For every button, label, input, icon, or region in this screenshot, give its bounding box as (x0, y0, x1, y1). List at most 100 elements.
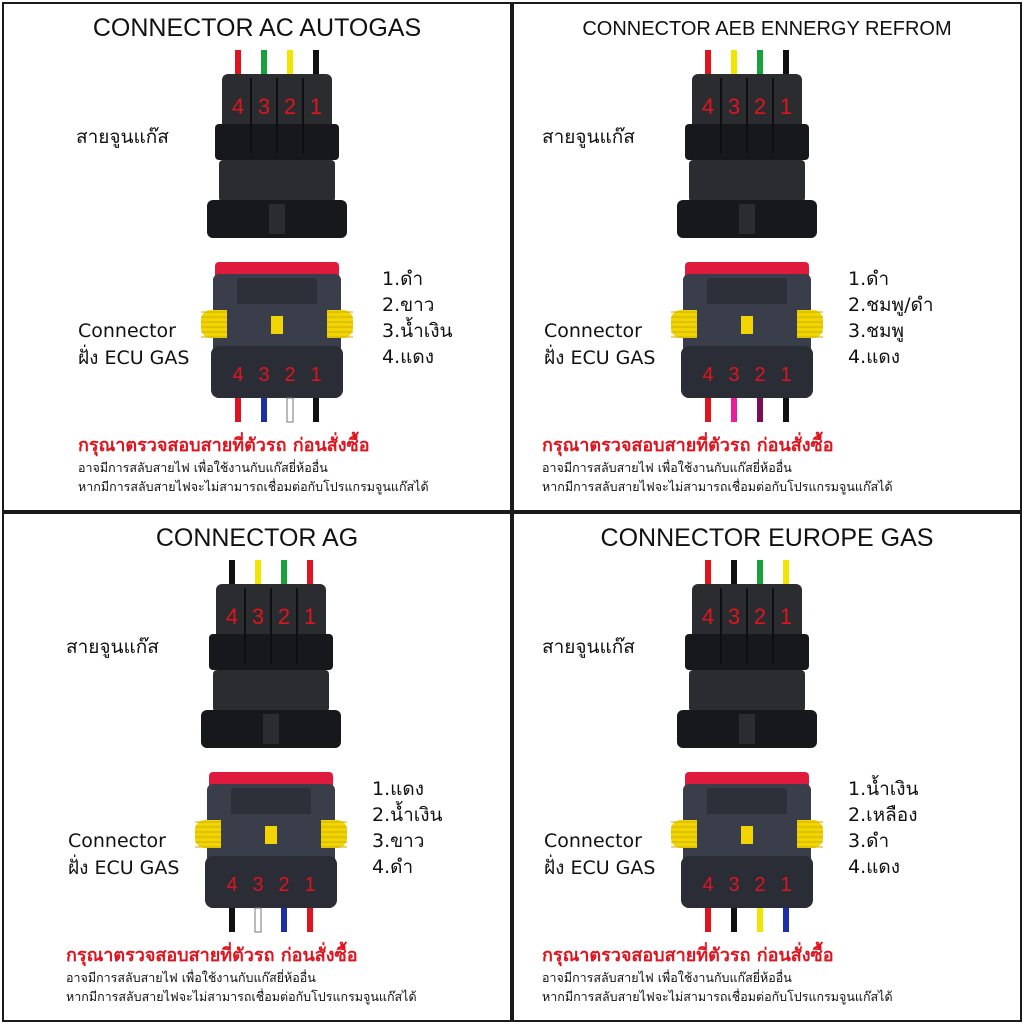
top-pin-number: 4 (226, 604, 238, 629)
top-wire (731, 50, 737, 76)
ecu-connector-label: Connector ฝั่ง ECU GAS (78, 318, 189, 372)
pin-color-item: 4.แดง (848, 856, 900, 878)
top-pin-number: 3 (252, 604, 264, 629)
pin-color-item: 2.ขาว (382, 294, 435, 316)
injector-harness-label: สายจูนแก๊ส (542, 126, 635, 148)
note-line-2: หากมีการสลับสายไฟจะไม่สามารถเชื่อมต่อกับ… (542, 479, 893, 494)
top-pin-number: 4 (702, 94, 714, 119)
note-text: อาจมีการสลับสายไฟ เพื่อใช้งานกับแก๊สยี่ห… (542, 458, 893, 496)
pin-color-item: 2.เหลือง (848, 804, 918, 826)
bottom-wire (783, 398, 789, 422)
ecu-connector-label-line-1: Connector (78, 320, 176, 342)
top-pin-number: 3 (728, 604, 740, 629)
top-wire (783, 50, 789, 76)
ecu-connector-label-line-2: ฝั่ง ECU GAS (78, 347, 190, 369)
seal-peek (265, 826, 277, 844)
injector-connector-lower (213, 670, 329, 712)
bottom-pin-number: 1 (780, 364, 791, 386)
injector-connector-lower (219, 160, 335, 202)
top-pin-number: 1 (780, 604, 792, 629)
pin-color-item: 3.ชมพู (848, 320, 905, 342)
ecu-connector-label: Connector ฝั่ง ECU GAS (544, 318, 655, 372)
pin-color-list: 1.ดำ 2.ชมพู/ดำ 3.ชมพู 4.แดง (848, 266, 933, 370)
top-pin-number: 2 (754, 604, 766, 629)
latch-tab (739, 204, 755, 234)
bottom-wire (261, 398, 267, 422)
bottom-pin-number: 1 (304, 874, 315, 896)
top-pin-number: 4 (702, 604, 714, 629)
warning-text: กรุณาตรวจสอบสายที่ตัวรถ ก่อนสั่งซื้อ (78, 435, 370, 456)
note-line-2: หากมีการสลับสายไฟจะไม่สามารถเชื่อมต่อกับ… (78, 479, 429, 494)
injector-harness-label: สายจูนแก๊ส (66, 636, 159, 658)
bottom-wire (757, 398, 763, 422)
pin-color-item: 1.น้ำเงิน (848, 778, 919, 800)
ecu-connector-front (205, 856, 337, 908)
bottom-wire (254, 907, 262, 933)
bottom-wire (281, 908, 287, 932)
top-wire (255, 560, 261, 586)
top-wire (287, 50, 293, 76)
bottom-pin-number: 4 (702, 874, 713, 896)
bottom-pin-number: 2 (278, 874, 289, 896)
pin-color-item: 1.แดง (372, 778, 424, 800)
top-wire (757, 560, 763, 586)
bottom-wire (757, 908, 763, 932)
pin-color-item: 4.แดง (848, 346, 900, 368)
top-wire (313, 50, 319, 76)
top-wire (281, 560, 287, 586)
top-wire (783, 560, 789, 586)
warning-text: กรุณาตรวจสอบสายที่ตัวรถ ก่อนสั่งซื้อ (542, 945, 834, 966)
top-pin-number: 3 (728, 94, 740, 119)
top-pin-number: 4 (232, 94, 244, 119)
bottom-pin-number: 4 (702, 364, 713, 386)
ecu-connector-label-line-1: Connector (544, 320, 642, 342)
ecu-connector-label-line-1: Connector (544, 830, 642, 852)
pin-color-item: 3.น้ำเงิน (382, 320, 453, 342)
bottom-wire (783, 908, 789, 932)
pin-color-item: 2.ชมพู/ดำ (848, 294, 934, 316)
bottom-pin-number: 2 (754, 364, 765, 386)
panel-title: CONNECTOR AEB ENNERGY REFROM (582, 18, 952, 40)
ecu-connector-front (681, 856, 813, 908)
top-pin-number: 1 (780, 94, 792, 119)
note-line-1: อาจมีการสลับสายไฟ เพื่อใช้งานกับแก๊สยี่ห… (542, 970, 792, 985)
warning-text: กรุณาตรวจสอบสายที่ตัวรถ ก่อนสั่งซื้อ (542, 435, 834, 456)
top-wire (307, 560, 313, 586)
bottom-wire (313, 398, 319, 422)
top-wire (705, 560, 711, 586)
note-text: อาจมีการสลับสายไฟ เพื่อใช้งานกับแก๊สยี่ห… (78, 458, 429, 496)
panel-title: CONNECTOR AG (155, 524, 359, 552)
pin-color-item: 3.ขาว (372, 830, 425, 852)
top-pin-number: 2 (754, 94, 766, 119)
top-pin-number: 2 (278, 604, 290, 629)
panel-title: CONNECTOR AC AUTOGAS (92, 14, 422, 42)
top-pin-number: 2 (284, 94, 296, 119)
pin-color-item: 1.ดำ (382, 268, 424, 290)
ecu-connector-front (681, 346, 813, 398)
injector-connector-lower (689, 670, 805, 712)
bottom-pin-number: 3 (252, 874, 263, 896)
seal-peek (271, 316, 283, 334)
latch-tab (269, 204, 285, 234)
top-wire (235, 50, 241, 76)
top-pin-number: 3 (258, 94, 270, 119)
bottom-wire (705, 398, 711, 422)
ecu-connector-label-line-2: ฝั่ง ECU GAS (68, 857, 180, 879)
bottom-pin-number: 4 (232, 364, 243, 386)
top-wire (229, 560, 235, 586)
pin-color-item: 1.ดำ (848, 268, 890, 290)
top-wire (731, 560, 737, 586)
bottom-pin-number: 1 (310, 364, 321, 386)
bottom-wire (731, 398, 737, 422)
note-text: อาจมีการสลับสายไฟ เพื่อใช้งานกับแก๊สยี่ห… (66, 968, 417, 1006)
pin-color-item: 2.น้ำเงิน (372, 804, 443, 826)
latch-tab (263, 714, 279, 744)
injector-harness-label: สายจูนแก๊ส (542, 636, 635, 658)
bottom-pin-number: 2 (754, 874, 765, 896)
ecu-connector-label-line-2: ฝั่ง ECU GAS (544, 857, 656, 879)
bottom-wire (307, 908, 313, 932)
